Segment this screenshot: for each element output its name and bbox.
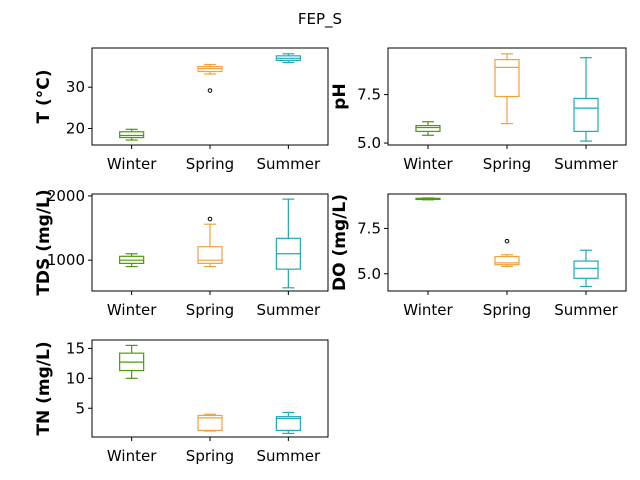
box-summer <box>275 53 301 64</box>
iqr-box <box>573 260 599 279</box>
y-tick-label: 30 <box>66 78 85 96</box>
box-summer <box>573 249 599 288</box>
outlier-point <box>207 88 213 93</box>
y-tick-label: 7.5 <box>357 219 381 237</box>
outlier-point <box>207 216 213 222</box>
x-tick-label: Spring <box>186 447 234 465</box>
x-tick-label: Winter <box>107 447 157 465</box>
box-spring <box>197 63 223 93</box>
box-spring <box>197 216 223 268</box>
y-axis-label: T (°C) <box>34 69 54 123</box>
x-tick-label: Summer <box>257 447 321 465</box>
iqr-box <box>119 131 145 139</box>
box-spring <box>494 238 520 268</box>
x-tick-label: Winter <box>403 301 453 319</box>
iqr-box <box>415 124 441 133</box>
x-tick-label: Winter <box>107 155 157 173</box>
x-tick-label: Winter <box>403 155 453 173</box>
y-tick-label: 15 <box>66 339 85 357</box>
y-axis-label: TDS (mg/L) <box>34 189 54 295</box>
box-winter <box>119 344 145 379</box>
x-tick-label: Summer <box>554 301 618 319</box>
x-tick-label: Winter <box>107 301 157 319</box>
y-tick-label: 7.5 <box>357 86 381 104</box>
iqr-box <box>494 255 520 266</box>
y-tick-label: 10 <box>66 369 85 387</box>
x-tick-label: Summer <box>257 155 321 173</box>
iqr-box <box>197 246 223 264</box>
y-axis-label: pH <box>330 83 350 109</box>
box-winter <box>415 121 441 136</box>
y-tick-label: 20 <box>66 119 85 137</box>
x-tick-label: Summer <box>257 301 321 319</box>
box-winter <box>119 253 145 268</box>
box-spring <box>197 413 223 432</box>
y-tick-label: 5.0 <box>357 134 381 152</box>
box-winter <box>415 197 441 201</box>
y-tick-label: 5 <box>75 399 85 417</box>
box-summer <box>573 57 599 142</box>
x-tick-label: Spring <box>483 155 531 173</box>
x-tick-label: Spring <box>483 301 531 319</box>
figure-title: FEP_S <box>298 10 342 29</box>
iqr-box <box>197 414 223 432</box>
iqr-box <box>275 416 301 432</box>
y-tick-label: 1000 <box>47 251 85 269</box>
x-tick-label: Spring <box>186 155 234 173</box>
x-tick-label: Summer <box>554 155 618 173</box>
x-tick-label: Spring <box>186 301 234 319</box>
box-spring <box>494 53 520 125</box>
y-tick-label: 5.0 <box>357 265 381 283</box>
y-tick-label: 2000 <box>47 187 85 205</box>
iqr-box <box>494 59 520 98</box>
box-summer <box>275 198 301 289</box>
axes-frame <box>91 339 329 438</box>
box-winter <box>119 128 145 141</box>
box-summer <box>275 411 301 435</box>
y-axis-label: TN (mg/L) <box>34 341 54 435</box>
y-axis-label: DO (mg/L) <box>330 194 350 291</box>
outlier-point <box>504 238 510 244</box>
iqr-box <box>573 97 599 133</box>
